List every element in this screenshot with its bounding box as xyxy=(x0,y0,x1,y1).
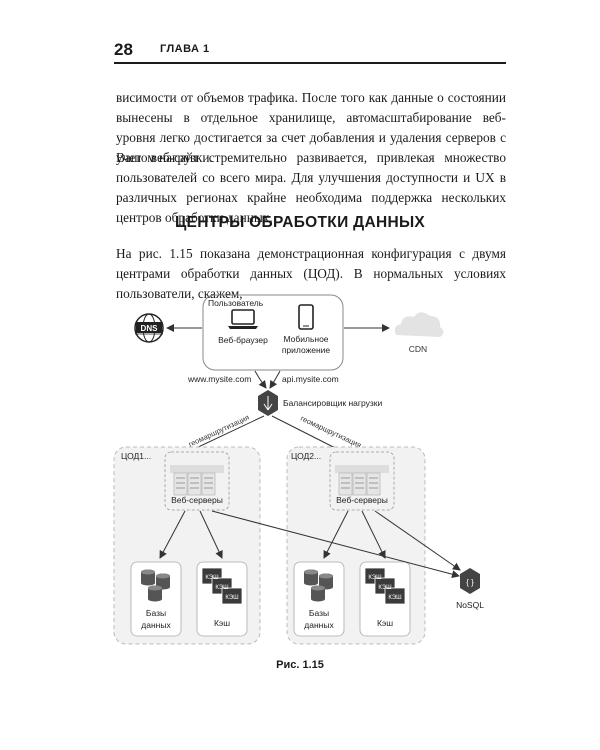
geo-routing-1: геомаршрутизация xyxy=(187,413,251,449)
api-url: api.mysite.com xyxy=(282,374,339,384)
mobile-icon xyxy=(298,304,314,330)
dc2-db-label-2: данных xyxy=(304,620,334,630)
site-url: www.mysite.com xyxy=(187,374,251,384)
dns-globe-icon xyxy=(134,313,164,343)
dc1-db-label-2: данных xyxy=(141,620,171,630)
dc2-web-servers-label: Веб-серверы xyxy=(336,495,388,505)
svg-text:КЭШ: КЭШ xyxy=(368,575,381,581)
dc1-arrows xyxy=(159,510,460,579)
browser-label: Веб-браузер xyxy=(218,335,268,345)
dc1-cache-icon: КЭШ КЭШ КЭШ xyxy=(201,567,243,605)
paragraph-1: висимости от объемов трафика. После того… xyxy=(116,90,506,165)
svg-text:КЭШ: КЭШ xyxy=(215,585,228,591)
figure-caption: Рис. 1.15 xyxy=(276,659,324,671)
load-balancer-icon xyxy=(258,390,278,416)
mobile-label-1: Мобильное xyxy=(283,334,328,344)
svg-text:{ }: { } xyxy=(466,578,474,587)
paragraph-3: На рис. 1.15 показана демонстрационная к… xyxy=(116,246,506,301)
svg-text:КЭШ: КЭШ xyxy=(388,595,401,601)
dc2-db-label-1: Базы xyxy=(309,608,329,618)
nosql-icon: { } xyxy=(460,568,480,594)
users-box xyxy=(202,294,344,371)
paragraph-2: Ваш веб-сайт стремительно развивается, п… xyxy=(116,150,506,225)
svg-text:КЭШ: КЭШ xyxy=(225,595,238,601)
dc2-arrows xyxy=(323,510,461,571)
cdn-label: CDN xyxy=(409,344,427,354)
page-header: 28 ГЛАВА 1 xyxy=(114,40,506,64)
lb-label: Балансировщик нагрузки xyxy=(283,398,382,408)
dc1-web-servers-label: Веб-серверы xyxy=(171,495,223,505)
arrow-web-to-lb xyxy=(254,370,267,389)
dns-label: DNS xyxy=(141,324,159,333)
dc2-label: ЦОД2... xyxy=(291,451,321,461)
dc1-cache-label: Кэш xyxy=(214,618,230,628)
geo-routing-2: геомаршрутизация xyxy=(299,414,363,450)
arrow-api-to-lb xyxy=(269,370,281,389)
dc2-server-rack-icon xyxy=(335,465,389,496)
dc2-web-servers-box xyxy=(329,451,395,511)
dc1-server-rack-icon xyxy=(170,465,224,496)
dc1-web-servers-box xyxy=(164,451,230,511)
dc2-cache-label: Кэш xyxy=(377,618,393,628)
dc1-db-label-1: Базы xyxy=(146,608,166,618)
svg-text:КЭШ: КЭШ xyxy=(378,585,391,591)
nosql-label: NoSQL xyxy=(456,600,484,610)
dc2-cache-icon: КЭШ КЭШ КЭШ xyxy=(364,567,406,605)
page-number: 28 xyxy=(114,40,133,59)
mobile-label-2: приложение xyxy=(282,345,331,355)
chapter-title: ГЛАВА 1 xyxy=(160,43,210,55)
cdn-cloud-icon xyxy=(394,312,444,337)
dc1-label: ЦОД1... xyxy=(121,451,151,461)
section-title: ЦЕНТРЫ ОБРАБОТКИ ДАННЫХ xyxy=(174,214,426,231)
users-label: Пользователь xyxy=(208,298,264,308)
svg-text:КЭШ: КЭШ xyxy=(205,575,218,581)
laptop-icon xyxy=(228,309,258,329)
